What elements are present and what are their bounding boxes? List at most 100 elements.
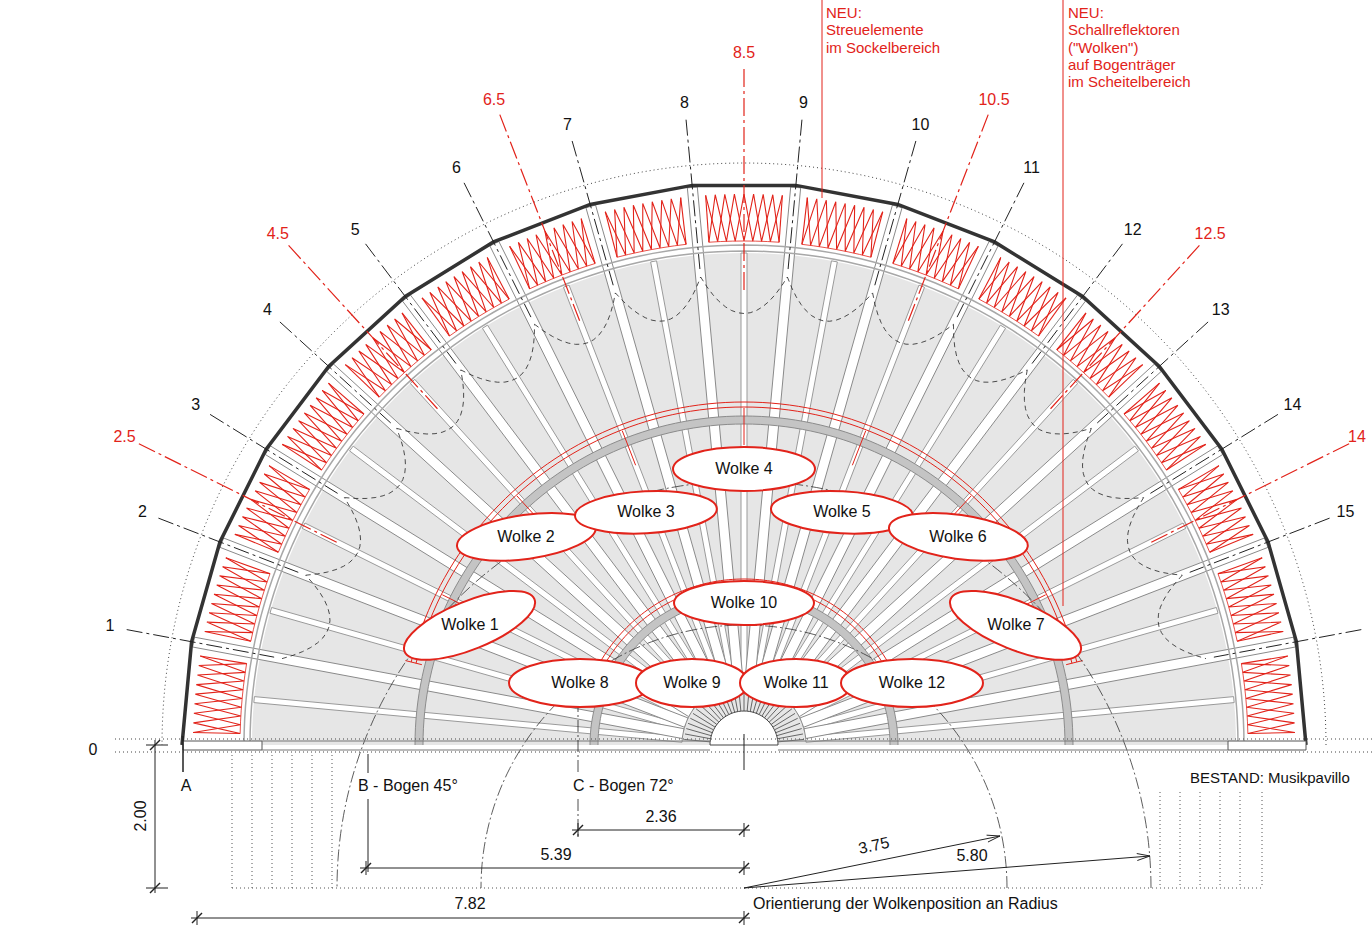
- note-line: NEU:: [826, 4, 862, 21]
- cloud-ellipse: [740, 659, 852, 707]
- note-line: auf Bogenträger: [1068, 56, 1176, 73]
- axis-leader-new: [743, 69, 744, 290]
- hidden-arch: [1024, 370, 1091, 434]
- cloud-ellipse: [509, 659, 651, 707]
- girder-arcs: [405, 402, 1082, 687]
- diffuser-edge: [251, 574, 270, 642]
- radius-arrow: [744, 856, 1150, 888]
- cloud-label: Wolke 1: [441, 616, 499, 634]
- hub-rib: [688, 723, 712, 732]
- diffuser-zigzag: [193, 656, 245, 732]
- hidden-arch: [282, 575, 330, 658]
- cloud-reflector: Wolke 4: [671, 445, 817, 493]
- axis-number: 1: [106, 617, 115, 635]
- dimension-value: 5.39: [540, 846, 571, 864]
- diffuser-zigzag: [987, 257, 1066, 330]
- hidden-arch: [306, 498, 361, 576]
- diffuser-edge: [779, 195, 782, 242]
- note-line: im Sockelbereich: [826, 39, 940, 56]
- hidden-arch: [787, 277, 872, 321]
- diffuser-edge: [709, 241, 779, 242]
- cloud-label: Wolke 12: [879, 674, 945, 692]
- axis-number: 13: [1212, 301, 1230, 319]
- hidden-arch: [615, 277, 700, 321]
- diffuser-zigzag: [422, 257, 501, 330]
- diffuser-edge: [379, 350, 431, 397]
- diffuser-zigzag: [893, 222, 970, 289]
- hidden-arch: [1158, 575, 1206, 658]
- hub-rib: [777, 729, 802, 736]
- cloud-reflector: Wolke 7: [948, 589, 1083, 662]
- axis-leader: [127, 630, 274, 658]
- axis-leaders: [127, 0, 1362, 657]
- diffuser-edge: [510, 246, 530, 289]
- hub-rib: [690, 718, 713, 730]
- diffuser-edge: [1124, 383, 1159, 414]
- baseline-edge: [262, 750, 710, 751]
- diffuser-edge: [1109, 365, 1143, 397]
- diffuser-edge: [487, 257, 509, 299]
- dimension-slash: [361, 863, 371, 873]
- diffuser-zigzag: [901, 219, 978, 286]
- baseline-edge: [778, 750, 1228, 751]
- note-line: NEU:: [1068, 4, 1104, 21]
- note-line: Streuelemente: [826, 21, 924, 38]
- diffuser-edge: [449, 299, 509, 336]
- main-beam: [265, 446, 694, 717]
- diffuser-edge: [1248, 732, 1295, 733]
- diffuser-edge: [282, 444, 321, 470]
- axis-leader: [1032, 244, 1122, 364]
- dimension-line: [572, 830, 750, 831]
- cloud-ellipse: [673, 447, 815, 491]
- axis-leader: [464, 183, 531, 317]
- axis-number: 6: [452, 158, 461, 176]
- dimension-tick: [146, 888, 168, 889]
- axis-number-new: 10.5: [978, 91, 1009, 109]
- grid-dotted: [1220, 792, 1221, 888]
- cloud-label: Wolke 9: [663, 674, 721, 692]
- axis-leader: [572, 141, 613, 285]
- callout-note: NEU: Schallreflektoren ("Wolken") auf Bo…: [1068, 4, 1191, 90]
- hidden-arches: [282, 277, 1206, 659]
- girder-end: [405, 661, 421, 665]
- axis-number: 5: [351, 221, 360, 239]
- axis-name: C - Bogen 72°: [573, 777, 674, 795]
- diffuser-edge: [240, 664, 246, 734]
- axis-number: 12: [1124, 221, 1142, 239]
- axis-name: B - Bogen 45°: [358, 777, 458, 795]
- radial-beams: [193, 187, 1296, 742]
- dimension-slash: [739, 825, 749, 835]
- axis-leader-new: [500, 115, 580, 321]
- diffuser-edge: [802, 244, 871, 257]
- cloud-reflector: Wolke 11: [738, 657, 854, 709]
- arrow-head: [1137, 854, 1150, 861]
- cloud-reflector: Wolke 6: [887, 511, 1030, 563]
- cloud-reflector: Wolke 1: [402, 589, 537, 662]
- diffuser-edge: [345, 365, 379, 397]
- dimension-line: [360, 868, 750, 869]
- axis-leader: [1097, 322, 1208, 423]
- diffuser-edge: [1178, 466, 1219, 490]
- dimension-line: [155, 740, 156, 893]
- cloud-ellipse: [942, 577, 1090, 674]
- diffuser-zigzag: [282, 383, 358, 463]
- axis-name: A: [181, 777, 192, 795]
- arrow-head: [987, 835, 1000, 842]
- diffuser-zigzag: [345, 313, 424, 391]
- axis-number: 11: [1023, 158, 1040, 176]
- main-beam: [800, 538, 1268, 727]
- girder-tick: [852, 431, 865, 466]
- axis-leader: [158, 518, 298, 572]
- grid-dotted: [312, 755, 313, 888]
- girder-tick: [622, 431, 635, 466]
- note-leader: [1063, 0, 1064, 606]
- diffuser-edge: [893, 263, 958, 288]
- dimension-tick: [146, 745, 168, 746]
- dimension-slash: [150, 883, 160, 893]
- callout-note: NEU: Streuelemente im Sockelbereich: [826, 4, 940, 56]
- diffuser-edge: [1039, 298, 1066, 336]
- diffuser-edge: [205, 631, 251, 641]
- diffuser-edge: [802, 198, 807, 245]
- diffuser-edge: [226, 558, 270, 574]
- grid-dotted: [332, 755, 333, 888]
